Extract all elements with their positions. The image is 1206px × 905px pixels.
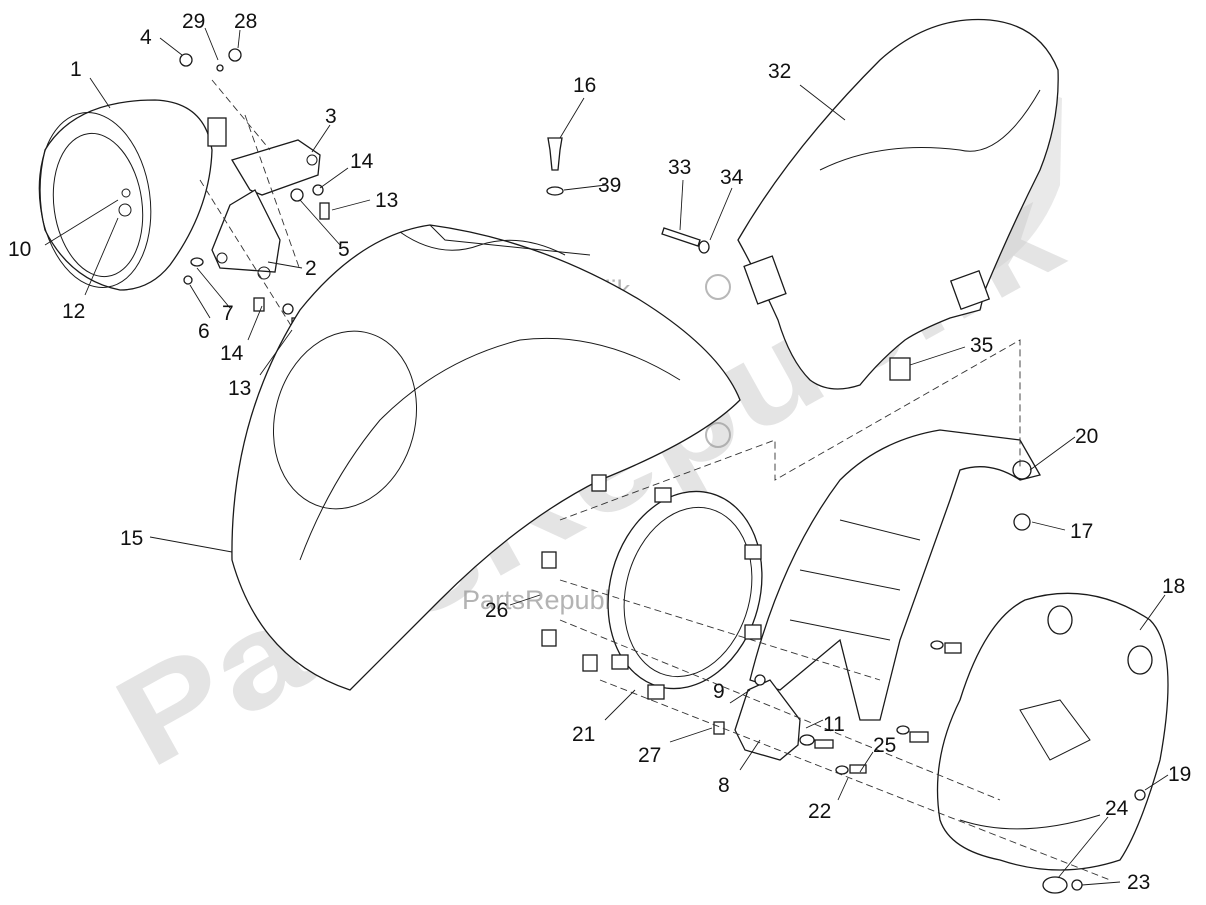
callout-25: 25 xyxy=(873,734,896,757)
svg-text:PartsRepublik: PartsRepublik xyxy=(462,585,631,615)
plate-8 xyxy=(713,640,962,775)
rear-fender xyxy=(737,18,1059,390)
callout-32: 32 xyxy=(768,60,791,83)
callout-4: 4 xyxy=(140,26,152,49)
mount-bracket xyxy=(749,429,1041,721)
screw-16 xyxy=(546,137,564,196)
callout-35: 35 xyxy=(970,334,993,357)
callout-14b: 14 xyxy=(220,342,244,365)
callout-39: 39 xyxy=(598,174,621,197)
callout-16: 16 xyxy=(573,74,596,97)
callout-13b: 13 xyxy=(228,377,251,400)
callout-20: 20 xyxy=(1075,425,1098,448)
callout-8: 8 xyxy=(718,774,730,797)
callout-labels: 1 2 3 4 5 6 7 8 9 10 11 12 13 13 14 14 1… xyxy=(8,10,1191,894)
callout-12: 12 xyxy=(62,300,85,323)
callout-23: 23 xyxy=(1127,871,1150,894)
callout-9: 9 xyxy=(713,680,725,703)
callout-5: 5 xyxy=(338,238,350,261)
callout-33: 33 xyxy=(668,156,691,179)
callout-24: 24 xyxy=(1105,797,1129,820)
callout-22: 22 xyxy=(808,800,831,823)
clips-26 xyxy=(541,474,607,672)
washer-24 xyxy=(1042,789,1146,894)
callout-10: 10 xyxy=(8,238,31,261)
callout-26: 26 xyxy=(485,599,508,622)
callout-6: 6 xyxy=(198,320,210,343)
front-fairing xyxy=(231,224,741,691)
bracket-upper xyxy=(231,139,321,196)
callout-3: 3 xyxy=(325,105,337,128)
callout-13a: 13 xyxy=(375,189,398,212)
watermark-small-3: PartsRepublik xyxy=(462,584,731,615)
leader-lines xyxy=(44,27,1169,886)
callout-28: 28 xyxy=(234,10,257,33)
callout-11: 11 xyxy=(823,713,845,736)
callout-19: 19 xyxy=(1168,763,1191,786)
bolt-33 xyxy=(661,227,911,381)
callout-27: 27 xyxy=(638,744,661,767)
callout-2: 2 xyxy=(305,257,317,280)
callout-15: 15 xyxy=(120,527,143,550)
callout-1: 1 xyxy=(70,58,82,81)
callout-7: 7 xyxy=(222,302,234,325)
callout-34: 34 xyxy=(720,166,744,189)
callout-14a: 14 xyxy=(350,150,374,173)
headlight-shell xyxy=(38,99,227,291)
callout-17: 17 xyxy=(1070,520,1093,543)
callout-29: 29 xyxy=(182,10,205,33)
headlight-ring xyxy=(607,487,763,700)
callout-18: 18 xyxy=(1162,575,1185,598)
rear-cover xyxy=(936,592,1169,871)
callout-21: 21 xyxy=(572,723,595,746)
bracket-lower xyxy=(211,189,281,280)
